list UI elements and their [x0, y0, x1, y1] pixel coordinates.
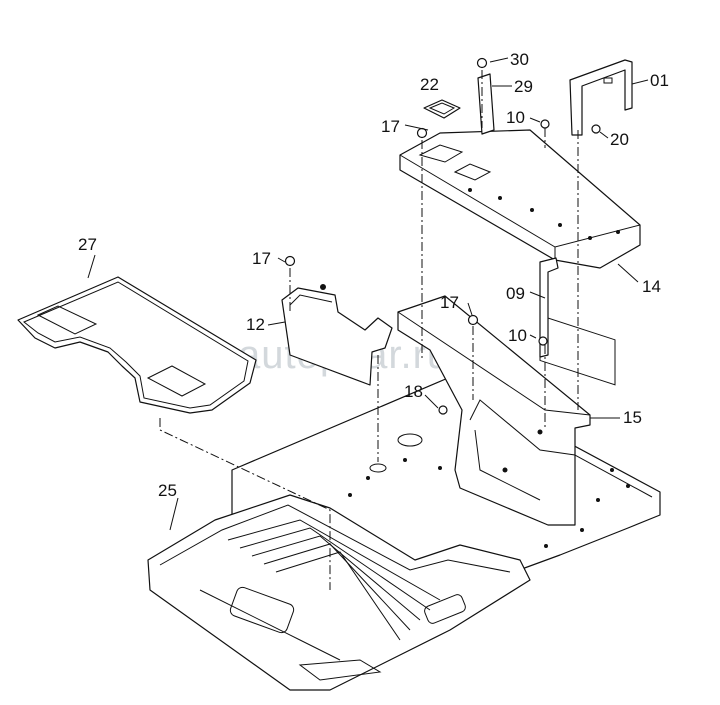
bolt-10a-icon — [540, 119, 550, 129]
bolt-10b-icon — [538, 336, 548, 346]
callout-10b: 10 — [508, 326, 527, 345]
callout-01: 01 — [650, 71, 669, 90]
bolt-20-icon — [591, 124, 601, 134]
callout-10a: 10 — [506, 108, 525, 127]
callout-17a: 17 — [381, 117, 400, 136]
bolt-17b-icon — [284, 255, 296, 267]
callouts: 30 22 29 01 17 10 20 14 27 17 12 09 17 1… — [78, 50, 669, 500]
callout-17c: 17 — [440, 293, 459, 312]
part-27-floor-mat — [17, 276, 257, 414]
callout-20: 20 — [610, 130, 629, 149]
callout-25: 25 — [158, 481, 177, 500]
callout-29: 29 — [514, 77, 533, 96]
part-09-strap — [539, 257, 559, 358]
callout-15: 15 — [623, 408, 642, 427]
callout-27: 27 — [78, 235, 97, 254]
callout-14: 14 — [642, 277, 661, 296]
bolt-17c-icon — [467, 314, 479, 326]
callout-17b: 17 — [252, 249, 271, 268]
callout-22: 22 — [420, 75, 439, 94]
callout-18: 18 — [404, 382, 423, 401]
bolt-18-icon — [438, 405, 448, 415]
part-01-bracket — [569, 59, 633, 136]
part-29-plate — [477, 73, 495, 135]
part-12-side-panel — [281, 284, 393, 386]
callout-12: 12 — [246, 315, 265, 334]
part-22-cover — [423, 99, 461, 119]
fasteners — [284, 57, 601, 415]
callout-30: 30 — [510, 50, 529, 69]
bolt-30-icon — [476, 57, 488, 69]
callout-09: 09 — [506, 284, 525, 303]
leader-lines — [87, 57, 649, 531]
part-15-console-frame — [397, 295, 591, 526]
assembly-lines — [159, 70, 579, 590]
